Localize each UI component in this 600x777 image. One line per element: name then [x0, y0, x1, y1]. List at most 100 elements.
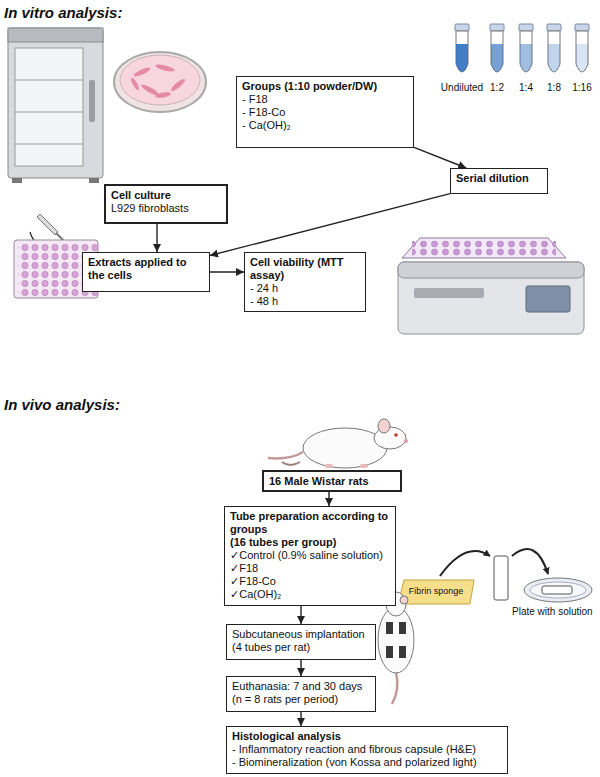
implant-site: [399, 646, 406, 658]
result-box: Histological analysis- Inflammatory reac…: [226, 726, 508, 774]
implant-site: [399, 622, 406, 634]
incubator-panel: [8, 28, 103, 42]
implant-site: [386, 622, 393, 634]
incubator-shelf: [15, 112, 83, 113]
fibroblast-cell: [155, 91, 172, 99]
node-heading: Euthanasia: 7 and 30 days: [232, 680, 370, 693]
tube-body: [576, 31, 588, 72]
node-text: ✓F18-Co: [230, 575, 390, 588]
rat-ear: [400, 596, 408, 604]
incubator-icon: [8, 28, 103, 183]
node-text: - F18: [242, 93, 408, 106]
tube-liquid: [576, 44, 588, 72]
node-text: - 24 h: [250, 282, 360, 295]
process-box: Cell cultureL929 fibroblasts: [104, 184, 228, 224]
tube-body: [456, 31, 468, 72]
immersed-tube: [542, 586, 572, 594]
node-text: (16 tubes per group): [230, 536, 390, 549]
tube-cap: [455, 24, 469, 31]
tube-body: [491, 31, 503, 72]
implant-site: [386, 646, 393, 658]
rat-body: [378, 607, 414, 673]
sponge-label: Fibrin sponge: [401, 586, 471, 596]
rat-eye: [394, 433, 398, 437]
dilution-label: 1:2: [485, 82, 509, 93]
flow-arrow: [300, 712, 301, 726]
groups-box: Groups (1:10 powder/DW)- F18- F18-Co- Ca…: [236, 76, 414, 148]
incubator-body: [8, 28, 103, 178]
incubator-foot: [12, 178, 22, 183]
flow-arrow: [156, 224, 157, 252]
rat-foot: [360, 464, 368, 468]
dish-rim: [114, 52, 206, 112]
dilution-label: Undiluted: [440, 82, 484, 93]
node-text: L929 fibroblasts: [111, 202, 221, 215]
transfer-arrow: [512, 549, 548, 574]
plate-label: Plate with solution: [512, 606, 593, 617]
process-box: Cell viability (MTT assay)- 24 h- 48 h: [244, 252, 366, 312]
fibroblast-cell: [133, 66, 151, 78]
reader-slot: [414, 288, 484, 298]
rat-tail: [268, 452, 303, 458]
transfer-arrow: [440, 551, 490, 576]
rat-foot: [325, 464, 333, 468]
tube-cap: [547, 24, 561, 31]
rat-nose: [404, 439, 408, 443]
process-box: Euthanasia: 7 and 30 days(n = 8 rats per…: [226, 676, 376, 712]
node-text: (4 tubes per rat): [232, 641, 370, 654]
dilution-label: 1:4: [514, 82, 538, 93]
tube-cap: [490, 24, 504, 31]
incubator-handle: [89, 80, 95, 122]
node-text: - Inflammatory reaction and fibrous caps…: [232, 743, 502, 756]
node-heading: Histological analysis: [232, 730, 502, 743]
tube-cap: [575, 24, 589, 31]
process-box: Serial dilution: [450, 168, 548, 194]
node-heading: Subcutaneous implantation: [232, 628, 370, 641]
fibroblast-cell: [130, 77, 141, 91]
solution-plate: [524, 578, 592, 602]
fibroblast-cell: [169, 77, 186, 92]
tube-liquid: [520, 44, 532, 72]
petri-dish-icon: [114, 52, 206, 112]
section-title: In vitro analysis:: [4, 4, 122, 21]
section-title: In vivo analysis:: [4, 396, 120, 413]
node-text: ✓F18: [230, 562, 390, 575]
flow-arrow: [300, 606, 301, 624]
dilution-label: 1:8: [542, 82, 566, 93]
tube-body: [520, 31, 532, 72]
flow-arrow: [414, 147, 466, 168]
node-text: - 48 h: [250, 295, 360, 308]
fibrin-sponge: [398, 580, 474, 604]
fibroblast-cell: [155, 63, 176, 73]
node-text: - Biomineralization (von Kossa and polar…: [232, 756, 502, 769]
reader-plate-wells: [412, 241, 556, 256]
rat-tail: [392, 672, 397, 704]
pipette-body: [37, 214, 58, 235]
reader-screen: [526, 286, 570, 312]
solution-plate-inner: [530, 582, 586, 598]
node-text: (n = 8 rats per period): [232, 693, 370, 706]
rat-ear: [378, 419, 390, 433]
tube-preparation-illustration: [398, 549, 592, 604]
rat-tail: [282, 462, 300, 465]
flow-arrow: [300, 660, 301, 676]
plate-reader-icon: [398, 238, 584, 334]
incubator-foot: [89, 178, 99, 183]
tube-body: [548, 31, 560, 72]
node-text: - F18-Co: [242, 106, 408, 119]
process-box: Subcutaneous implantation(4 tubes per ra…: [226, 624, 376, 660]
node-text: ✓Control (0.9% saline solution): [230, 549, 390, 562]
tube-liquid: [456, 44, 468, 72]
flow-arrow: [210, 271, 244, 272]
reader-body: [398, 262, 584, 334]
start-box: 16 Male Wistar rats: [262, 470, 402, 492]
node-heading: Cell culture: [111, 189, 221, 202]
node-heading: Extracts applied to the cells: [88, 256, 204, 282]
tube-cap: [519, 24, 533, 31]
incubator-shelf: [15, 80, 83, 81]
flow-arrow: [210, 194, 450, 256]
tube-liquid: [491, 44, 503, 72]
process-box: Tube preparation according to groups(16 …: [224, 506, 396, 606]
node-heading: Tube preparation according to groups: [230, 510, 390, 536]
